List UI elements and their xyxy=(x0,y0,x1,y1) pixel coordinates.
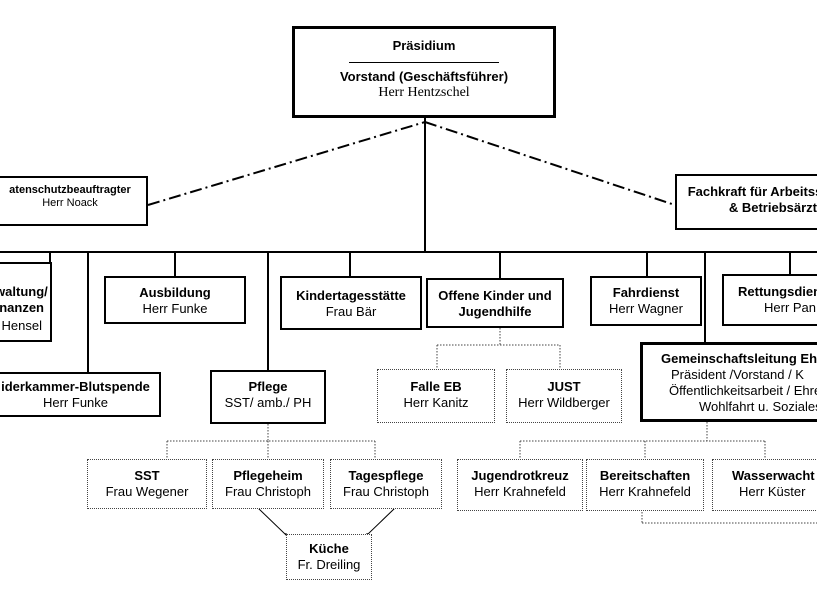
falle-person: Herr Kanitz xyxy=(403,395,469,410)
offene-box: Offene Kinder und Jugendhilfe xyxy=(426,278,564,328)
falle-title: Falle EB xyxy=(410,379,462,394)
ausbildung-title: Ausbildung xyxy=(139,285,211,300)
pflege-sub: SST/ amb./ PH xyxy=(224,395,312,410)
datenschutz-title: atenschutzbeauftragter xyxy=(9,184,131,196)
gemeinschaft-line1: Präsident /Vorstand / K xyxy=(671,367,804,382)
fahrdienst-title: Fahrdienst xyxy=(612,285,680,300)
kita-person: Frau Bär xyxy=(325,304,377,319)
pflege-title: Pflege xyxy=(248,379,288,394)
kueche-person: Fr. Dreiling xyxy=(297,557,361,572)
pflegeheim-box: Pflegeheim Frau Christoph xyxy=(212,459,324,509)
kleiderkammer-person: Herr Funke xyxy=(42,395,109,410)
offene-line2: Jugendhilfe xyxy=(458,304,532,319)
tagespflege-kueche-link xyxy=(366,507,396,537)
jrk-box: Jugendrotkreuz Herr Krahnefeld xyxy=(457,459,583,511)
vorstand-title: Vorstand (Geschäftsführer) xyxy=(339,69,509,84)
staff-line-datenschutz xyxy=(147,121,426,206)
praesidium-divider xyxy=(349,62,499,63)
staff-line-fachkraft xyxy=(424,121,676,206)
wasserwacht-person: Herr Küster xyxy=(739,484,806,499)
tagespflege-title: Tagespflege xyxy=(348,468,424,483)
tagespflege-box: Tagespflege Frau Christoph xyxy=(330,459,442,509)
pflegeheim-kueche-link xyxy=(257,507,287,537)
bereitschaften-box: Bereitschaften Herr Krahnefeld xyxy=(586,459,704,511)
kita-title: Kindertagesstätte xyxy=(296,288,406,303)
wasserwacht-box: Wasserwacht Herr Küster xyxy=(712,459,817,511)
just-person: Herr Wildberger xyxy=(518,395,610,410)
kita-box: Kindertagesstätte Frau Bär xyxy=(280,276,422,330)
verwaltung-line2: inanzen xyxy=(0,300,44,315)
fahrdienst-box: Fahrdienst Herr Wagner xyxy=(590,276,702,326)
kueche-box: Küche Fr. Dreiling xyxy=(286,534,372,580)
vorstand-person: Herr Hentzschel xyxy=(378,85,470,100)
ausbildung-person: Herr Funke xyxy=(142,301,208,316)
rettung-person: Herr Pan xyxy=(764,300,817,315)
praesidium-title: Präsidium xyxy=(392,38,456,53)
tagespflege-person: Frau Christoph xyxy=(343,484,429,499)
fahrdienst-person: Herr Wagner xyxy=(609,301,683,316)
praesidium-box: Präsidium Vorstand (Geschäftsführer) Her… xyxy=(292,26,556,118)
gemeinschaft-title: Gemeinschaftsleitung Ehr xyxy=(661,351,817,366)
datenschutz-box: atenschutzbeauftragter Herr Noack xyxy=(0,176,148,226)
kleiderkammer-title: iderkammer-Blutspende xyxy=(1,379,150,394)
sst-person: Frau Wegener xyxy=(105,484,189,499)
gemeinschaft-line2: Öffentlichkeitsarbeit / Ehre xyxy=(669,383,817,398)
rettung-box: Rettungsdien Herr Pan xyxy=(722,274,817,326)
rettung-title: Rettungsdien xyxy=(738,284,817,299)
bereitschaften-person: Herr Krahnefeld xyxy=(599,484,691,499)
fachkraft-line2: & Betriebsärzt xyxy=(728,200,817,215)
sst-title: SST xyxy=(134,468,160,483)
gemeinschaft-box: Gemeinschaftsleitung Ehr Präsident /Vors… xyxy=(640,342,817,422)
just-title: JUST xyxy=(547,379,581,394)
pflegeheim-person: Frau Christoph xyxy=(225,484,311,499)
verwaltung-line1: rwaltung/ xyxy=(0,284,48,299)
sst-box: SST Frau Wegener xyxy=(87,459,207,509)
fachkraft-box: Fachkraft für Arbeitss & Betriebsärzt xyxy=(675,174,817,230)
gemeinschaft-line3: Wohlfahrt u. Soziales xyxy=(699,399,817,414)
wasserwacht-title: Wasserwacht xyxy=(732,468,815,483)
verwaltung-box: rwaltung/ inanzen Hensel xyxy=(0,262,52,342)
pflege-box: Pflege SST/ amb./ PH xyxy=(210,370,326,424)
bereitschaften-title: Bereitschaften xyxy=(599,468,691,483)
fachkraft-line1: Fachkraft für Arbeitss xyxy=(687,184,817,199)
offene-line1: Offene Kinder und xyxy=(438,288,552,303)
jrk-person: Herr Krahnefeld xyxy=(474,484,566,499)
verwaltung-person: Hensel xyxy=(1,318,42,333)
just-box: JUST Herr Wildberger xyxy=(506,369,622,423)
ausbildung-box: Ausbildung Herr Funke xyxy=(104,276,246,324)
kleiderkammer-box: iderkammer-Blutspende Herr Funke xyxy=(0,372,161,417)
datenschutz-person: Herr Noack xyxy=(42,197,98,209)
pflegeheim-title: Pflegeheim xyxy=(233,468,303,483)
kueche-title: Küche xyxy=(309,541,349,556)
falle-box: Falle EB Herr Kanitz xyxy=(377,369,495,423)
jrk-title: Jugendrotkreuz xyxy=(471,468,569,483)
